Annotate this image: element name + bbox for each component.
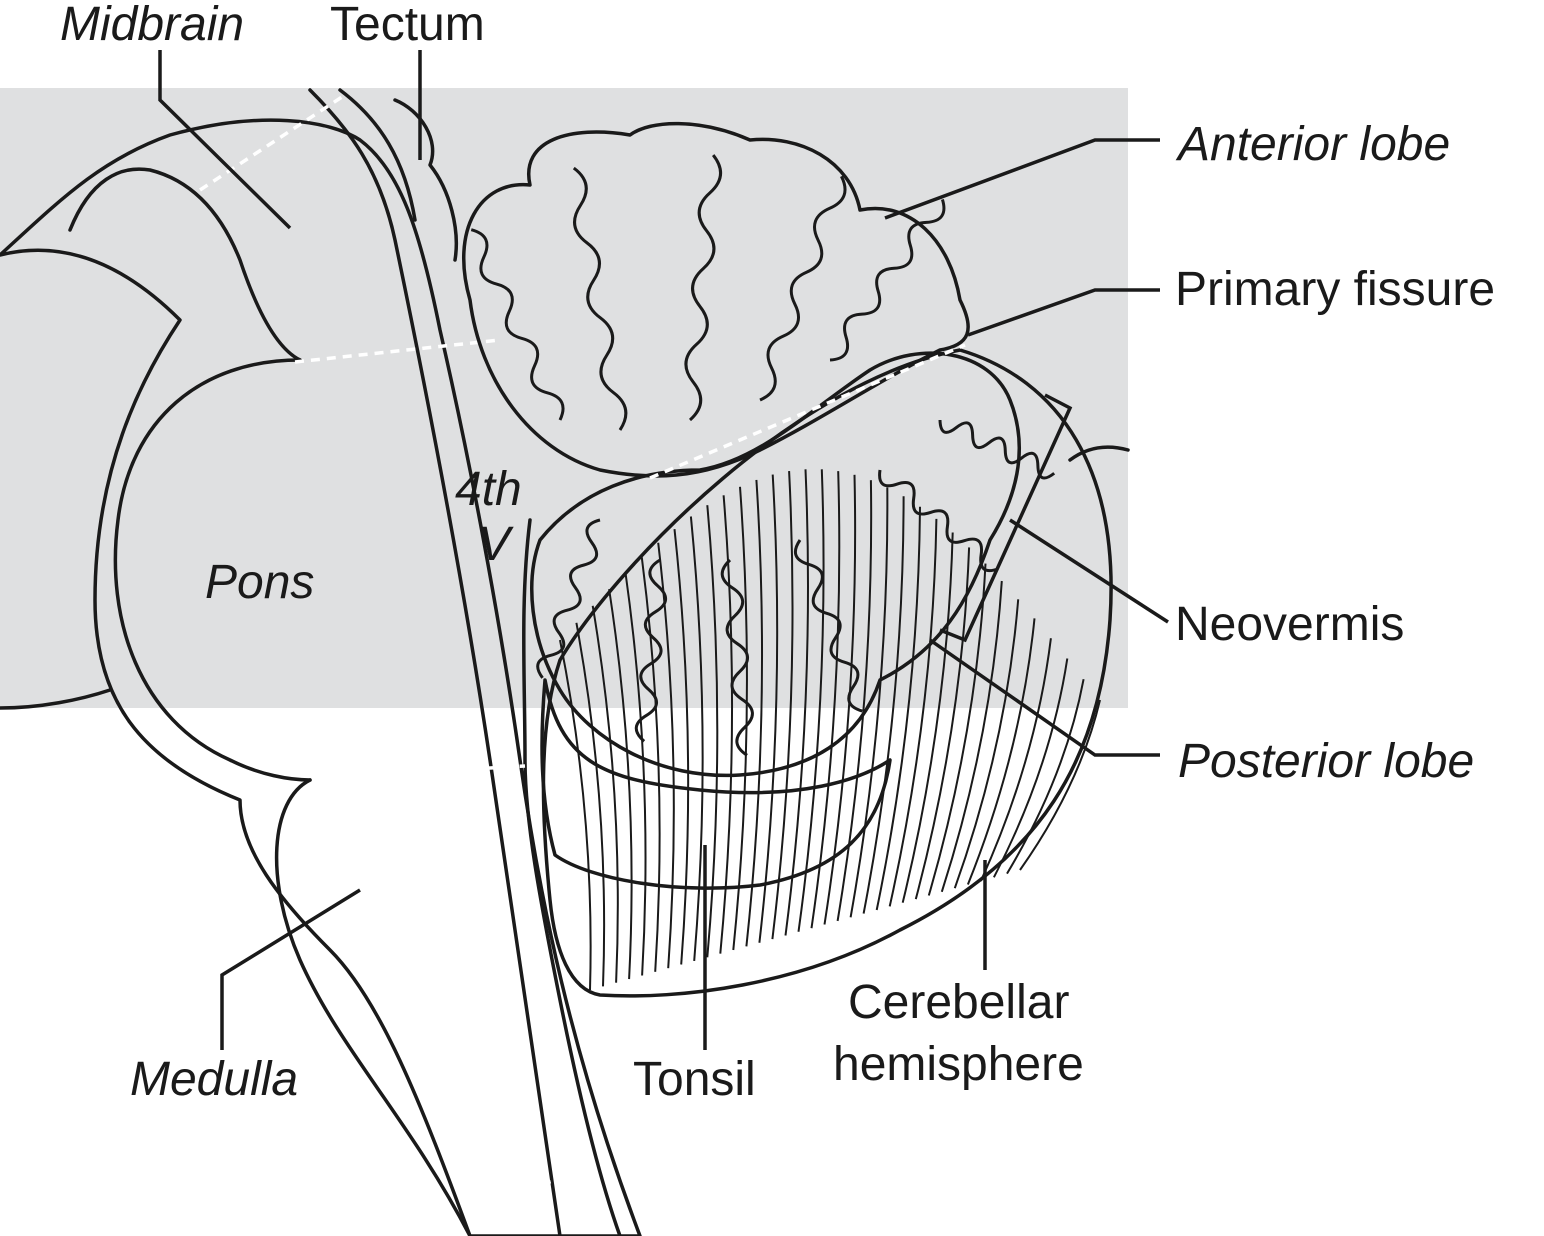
- hemisphere-striation: [927, 563, 987, 896]
- leader-primary-fissure: [967, 288, 1160, 337]
- background-panel: [0, 88, 1128, 708]
- hemisphere-striation: [993, 658, 1069, 878]
- folium: [720, 558, 754, 757]
- leader-posterior-lobe: [928, 638, 1160, 757]
- folium: [634, 558, 668, 743]
- hemisphere-striation: [888, 518, 938, 907]
- brainstem: [0, 88, 642, 1236]
- cerebellar-hemisphere: [541, 348, 1130, 998]
- leader-neovermis: [1009, 518, 1169, 624]
- posterior-lobe: [530, 343, 1056, 778]
- folium: [536, 518, 601, 679]
- folium: [938, 419, 1056, 480]
- label-fourth-ventricle-line1: 4th: [455, 463, 522, 516]
- folium: [470, 228, 565, 421]
- label-anterior-lobe: Anterior lobe: [1175, 118, 1450, 171]
- label-midbrain: Midbrain: [60, 0, 244, 51]
- label-tectum: Tectum: [330, 0, 485, 51]
- label-posterior-lobe: Posterior lobe: [1178, 735, 1474, 788]
- hemisphere-striation: [836, 480, 873, 922]
- hemisphere-striation: [849, 487, 889, 918]
- hemisphere-striation: [575, 622, 606, 987]
- label-neovermis: Neovermis: [1175, 598, 1404, 651]
- hemisphere-striation: [624, 572, 647, 976]
- label-tonsil: Tonsil: [633, 1053, 756, 1106]
- hemisphere-striation: [901, 532, 954, 903]
- hemisphere-striation: [689, 516, 704, 961]
- label-medulla: Medulla: [130, 1053, 298, 1106]
- hemisphere-striation: [608, 588, 633, 980]
- folium: [572, 166, 628, 431]
- hemisphere-striation: [1006, 679, 1085, 875]
- folium: [793, 539, 863, 713]
- hemisphere-striation: [706, 505, 719, 958]
- hemisphere-striation: [1019, 699, 1101, 871]
- label-fourth-ventricle-line2: V: [478, 518, 514, 571]
- hemisphere-striation: [797, 469, 825, 932]
- hemisphere-striation: [771, 471, 794, 940]
- hemisphere-striation: [862, 496, 905, 914]
- label-pons: Pons: [205, 556, 314, 609]
- hemisphere-striation: [784, 469, 809, 936]
- hemisphere-striation: [591, 605, 619, 983]
- leader-midbrain: [158, 50, 292, 230]
- leader-anterior-lobe: [884, 138, 1160, 220]
- label-cerebellar-hemisphere-line2: hemisphere: [833, 1038, 1084, 1091]
- hemisphere-striation: [758, 474, 779, 943]
- hemisphere-striation: [953, 599, 1020, 889]
- label-cerebellar-hemisphere-line1: Cerebellar: [848, 976, 1069, 1029]
- folium: [878, 469, 999, 573]
- hemisphere-striation: [875, 506, 921, 911]
- leader-lines: [158, 50, 1169, 1050]
- folium: [684, 154, 722, 422]
- tonsil: [540, 678, 892, 890]
- hemisphere-striation: [719, 495, 734, 954]
- leader-medulla: [220, 888, 361, 1050]
- hemisphere-striation: [745, 479, 764, 947]
- folium: [829, 199, 946, 362]
- hemisphere-striation: [979, 638, 1052, 882]
- hemisphere-striation: [966, 618, 1036, 885]
- hemisphere-striation: [673, 528, 690, 965]
- hemisphere-striation: [940, 580, 1003, 893]
- label-primary-fissure: Primary fissure: [1175, 263, 1495, 316]
- hemisphere-striation: [559, 639, 592, 991]
- folium: [759, 175, 847, 402]
